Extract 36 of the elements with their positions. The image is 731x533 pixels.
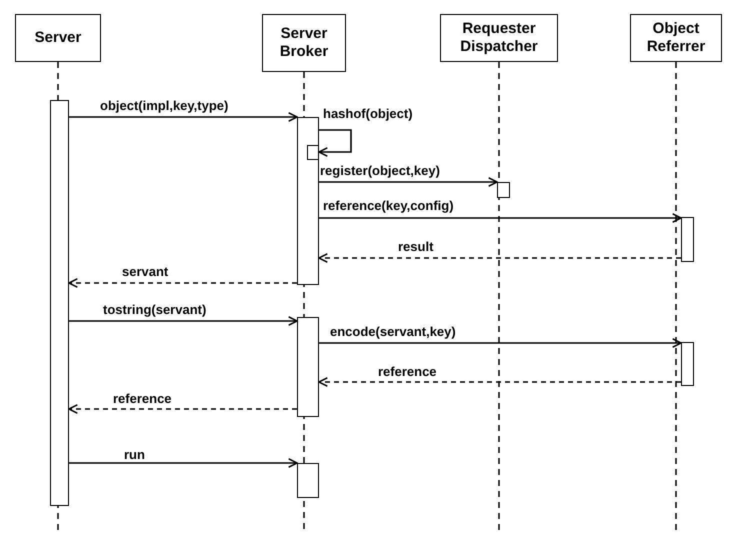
message-label: object(impl,key,type) <box>100 98 228 113</box>
participant-name: Server Broker <box>278 25 330 61</box>
message-arrow <box>319 213 682 223</box>
message-arrow <box>69 458 298 468</box>
return-arrow <box>68 404 297 414</box>
message-label: result <box>398 239 434 254</box>
message-arrow <box>318 129 352 157</box>
participant-name: Requester Dispatcher <box>459 20 539 56</box>
message-arrow <box>69 316 298 326</box>
activation-bar <box>306 144 318 160</box>
participant-name: Server <box>34 29 82 47</box>
participant-box <box>630 14 722 62</box>
activation-bar <box>297 463 319 498</box>
participant-name: Object Referrer <box>646 20 706 56</box>
message-arrow <box>319 338 682 348</box>
return-arrow <box>318 377 681 387</box>
participant-box <box>440 14 558 62</box>
activation-bar <box>50 100 69 506</box>
message-label: register(object,key) <box>320 163 440 178</box>
message-label: reference <box>378 364 437 379</box>
message-label: reference <box>113 391 172 406</box>
message-label: hashof(object) <box>323 106 413 121</box>
return-arrow <box>68 278 297 288</box>
activation-bar <box>297 117 319 285</box>
message-label: reference(key,config) <box>323 198 454 213</box>
message-label: tostring(servant) <box>103 302 206 317</box>
participant-box <box>262 14 346 72</box>
message-arrow <box>319 177 498 187</box>
participant-box <box>15 14 101 62</box>
activation-bar <box>297 317 319 417</box>
message-arrow <box>69 112 298 122</box>
activation-bar <box>681 217 694 262</box>
activation-bar <box>681 342 694 386</box>
message-label: encode(servant,key) <box>330 324 456 339</box>
return-arrow <box>318 253 681 263</box>
activation-bar <box>497 182 510 198</box>
